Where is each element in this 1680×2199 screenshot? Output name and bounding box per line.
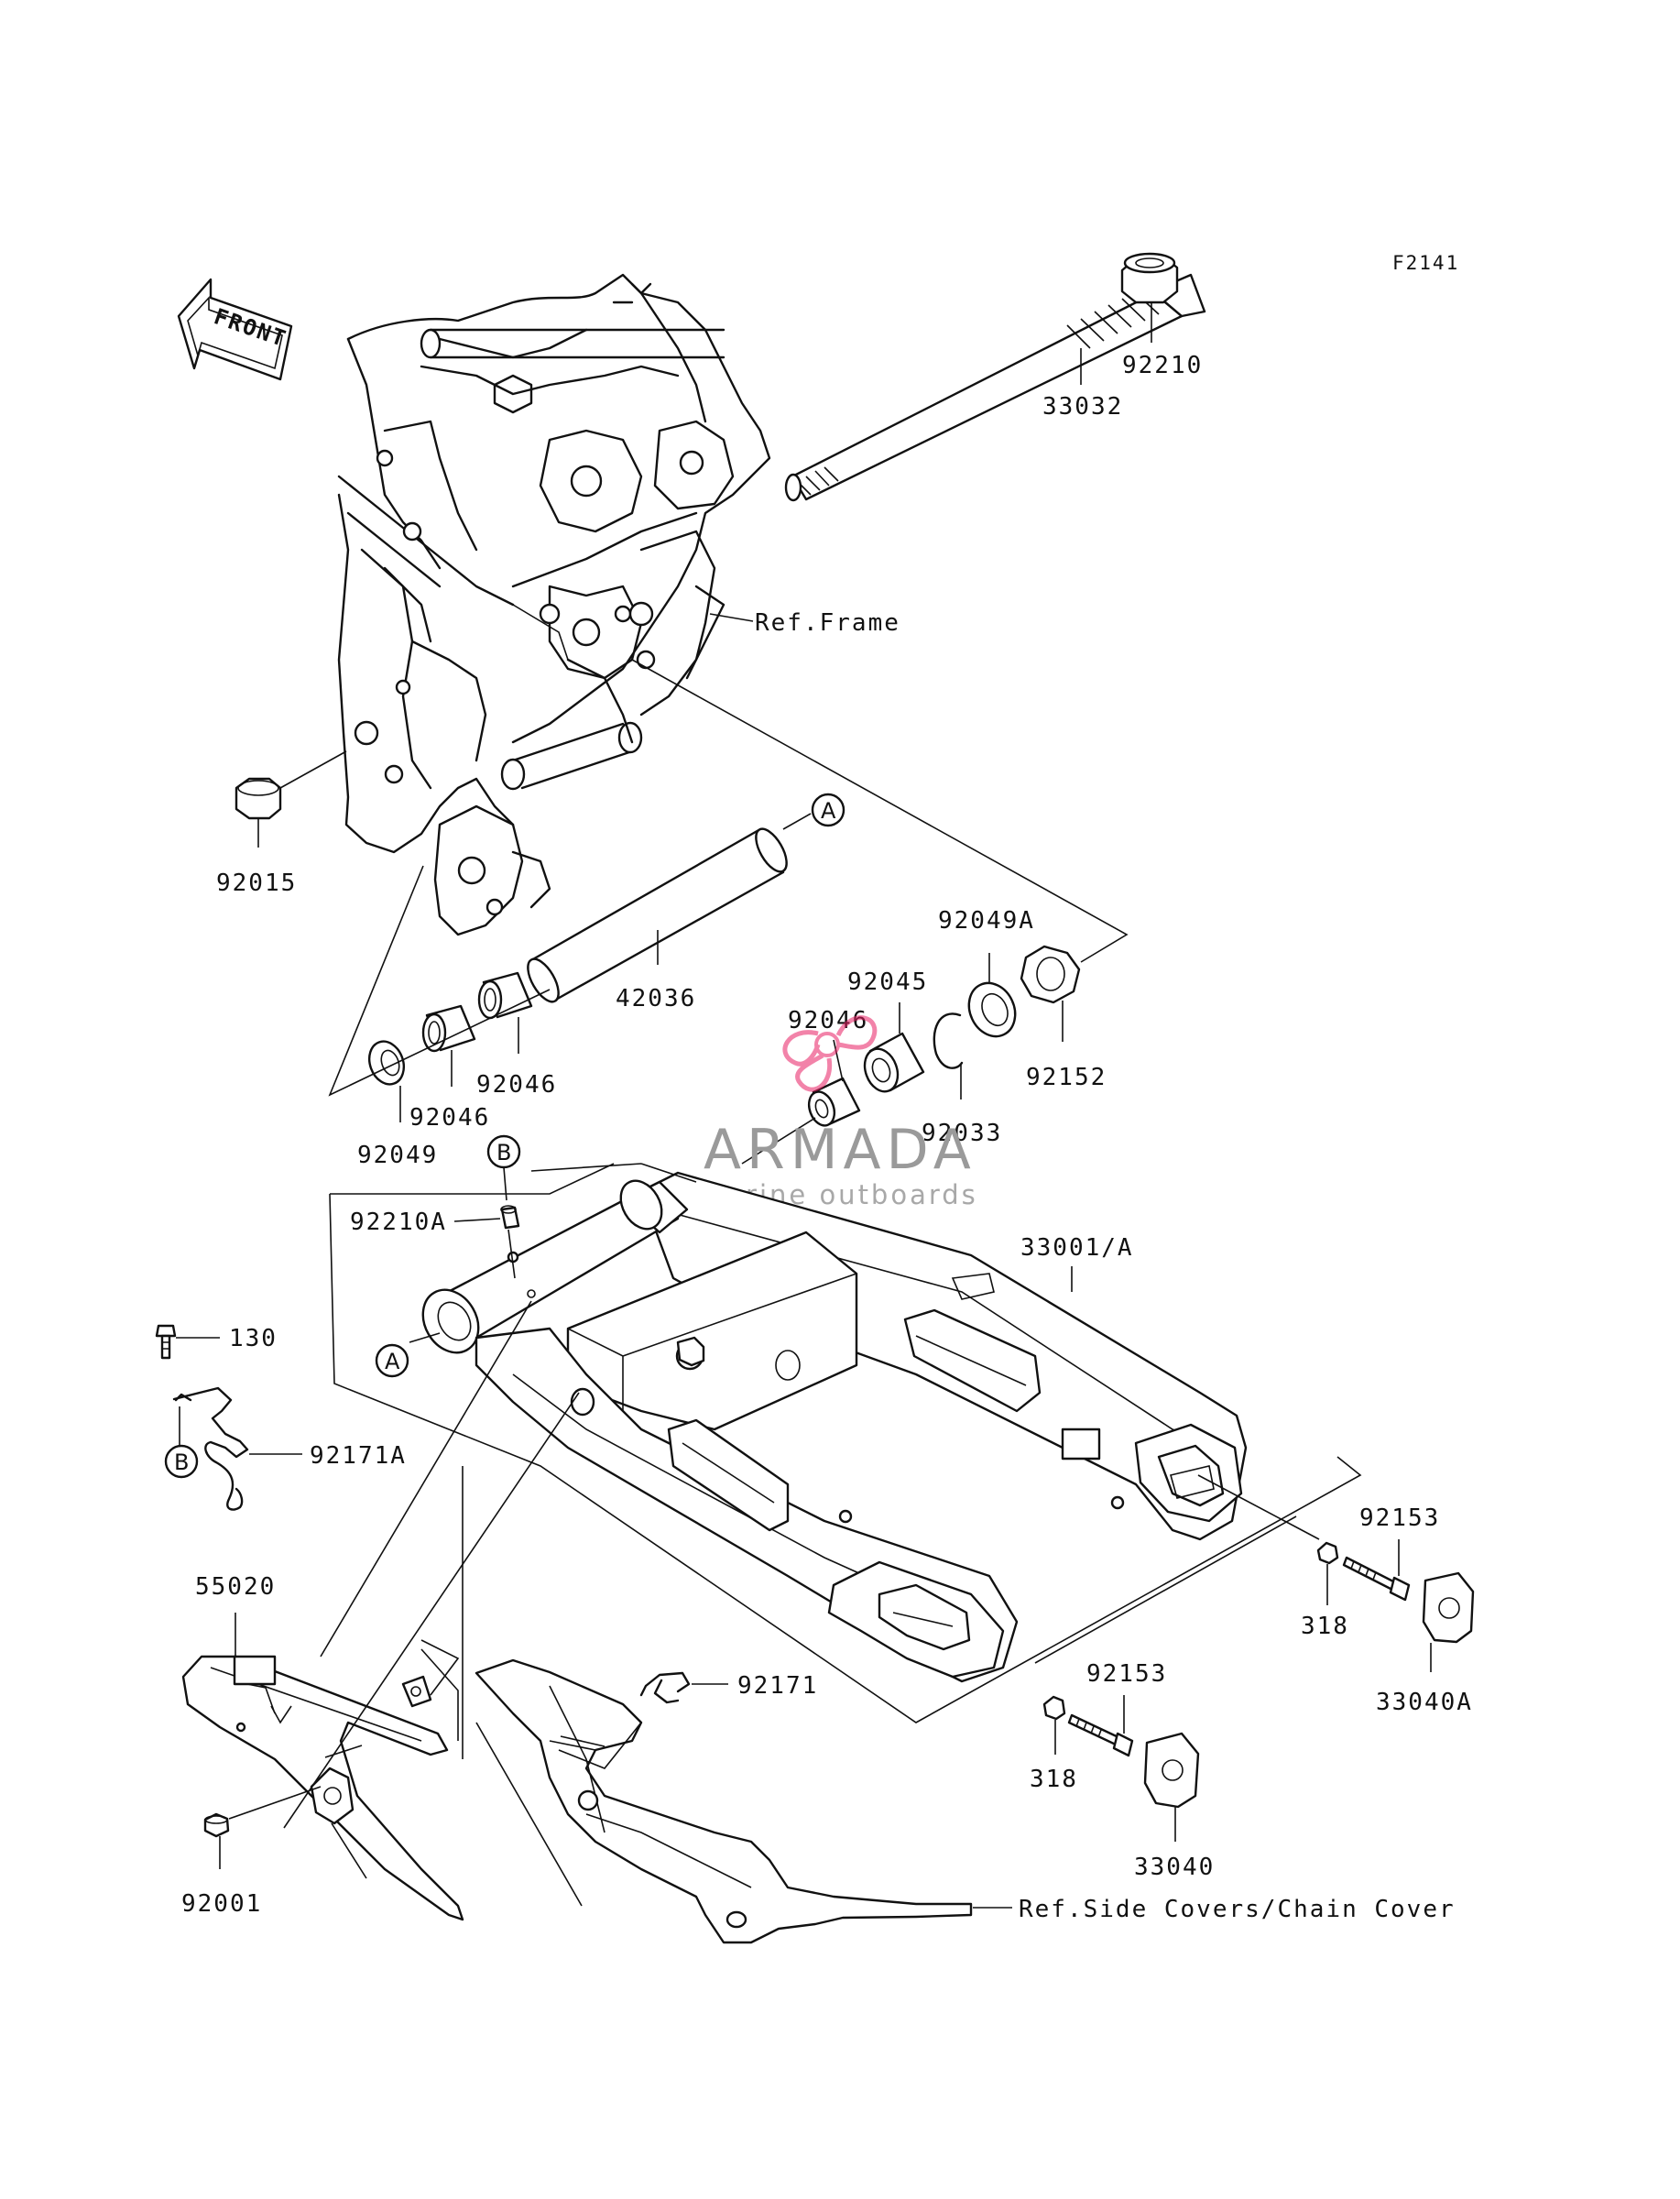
chain-guard-55020 [181,1655,464,1921]
frame-illustration [337,273,771,936]
part-92033: 92033 [922,1120,1002,1147]
nut-92210 [1120,252,1179,304]
part-33040A: 33040A [1376,1689,1473,1716]
svg-text:A: A [385,1349,401,1374]
armada-watermark: ARMADA marine outboards [698,1015,976,1210]
adjuster-plate-33040A [1422,1571,1475,1644]
marker-b-top: B [486,1134,521,1169]
circlip-92033 [933,1012,964,1069]
part-92153-right: 92153 [1359,1504,1440,1532]
collar-92152 [1020,945,1081,1004]
part-92049A: 92049A [938,907,1035,935]
part-318-lower: 318 [1030,1766,1078,1793]
marker-a-pivot: A [375,1343,409,1378]
needle-bearing-92046-upper [477,971,533,1020]
nut-318-right [1316,1541,1339,1565]
part-33040: 33040 [1134,1854,1215,1881]
part-92171: 92171 [737,1672,818,1700]
part-92152: 92152 [1026,1064,1107,1091]
clamp-92171A [172,1386,249,1511]
bolt-92001 [203,1812,230,1838]
part-92210A: 92210A [350,1209,447,1236]
ref-side-covers-label: Ref.Side Covers/Chain Cover [1019,1896,1456,1923]
marker-b-lower: B [164,1444,199,1479]
nut-318-lower [1042,1695,1066,1721]
part-92049: 92049 [357,1142,438,1169]
needle-bearing-92046-center [807,1077,861,1127]
svg-text:B: B [174,1450,191,1475]
ref-frame-label: Ref.Frame [755,609,900,637]
part-92015: 92015 [216,870,297,897]
part-92045: 92045 [847,968,928,996]
watermark-title: ARMADA [704,1118,976,1182]
bolt-130 [155,1324,177,1360]
diagram-code: F2141 [1392,252,1459,274]
marker-a-top: A [811,793,845,827]
seal-92049A [967,981,1017,1038]
armada-logo-icon [782,1015,878,1092]
part-92046-center: 92046 [788,1007,868,1034]
nipple-92210A [500,1205,520,1230]
svg-text:B: B [496,1140,513,1165]
seal-92049 [367,1040,406,1086]
part-92001: 92001 [181,1890,262,1918]
bolt-92153-right [1342,1556,1411,1602]
ball-bearing-92045 [863,1032,925,1093]
part-130: 130 [229,1325,278,1352]
clamp-92171 [639,1671,691,1704]
front-arrow-icon: FRONT [177,278,293,381]
pivot-shaft-33032 [784,273,1206,502]
nut-92015 [235,777,282,820]
adjuster-plate-33040 [1143,1732,1200,1809]
svg-text:A: A [821,798,837,824]
part-33001A: 33001/A [1020,1234,1134,1262]
part-33032: 33032 [1042,393,1123,421]
part-92046-left-lower: 92046 [409,1104,490,1132]
collar-42036 [527,827,788,1003]
part-92153-lower: 92153 [1086,1660,1167,1688]
part-92171A: 92171A [310,1442,407,1470]
chain-cover-ref [475,1658,973,1944]
part-92210: 92210 [1122,352,1203,379]
part-42036: 42036 [616,985,696,1012]
part-318-right: 318 [1301,1613,1349,1640]
bolt-92153-lower [1067,1713,1134,1757]
part-92046-left-upper: 92046 [476,1071,557,1099]
part-55020: 55020 [195,1573,276,1601]
swing-arm-33001 [421,1171,1248,1683]
